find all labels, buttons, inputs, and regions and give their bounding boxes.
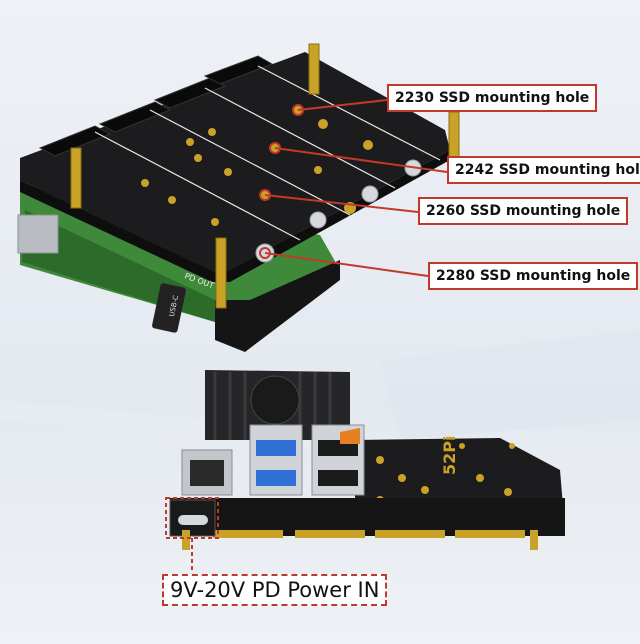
top-board-assembly: USB-C	[17, 43, 460, 352]
power-input-label: 9V-20V PD Power IN	[162, 574, 388, 606]
power-port-highlight	[165, 497, 219, 539]
ssd-carrier-board	[20, 52, 450, 272]
cooling-fan	[250, 375, 300, 425]
slot-guide-lines	[94, 65, 441, 241]
callout-2280-mounting-hole: 2280 SSD mounting hole	[428, 262, 639, 290]
callout-2230-mounting-hole: 2230 SSD mounting hole	[387, 84, 598, 112]
base-board	[170, 498, 565, 536]
brass-standoffs	[70, 43, 460, 309]
m2-slots	[38, 55, 274, 157]
callout-leader-lines	[259, 99, 448, 277]
usb-c-adapter	[152, 283, 186, 333]
gold-mounting-pads	[141, 105, 373, 226]
bottom-board-assembly: 52Pi	[165, 370, 565, 572]
callout-2242-mounting-hole: 2242 SSD mounting hole	[447, 156, 640, 184]
ethernet-port-top	[17, 214, 59, 254]
callout-2260-mounting-hole: 2260 SSD mounting hole	[418, 197, 629, 225]
bottom-connectors	[213, 530, 525, 538]
brand-logo: 52Pi	[440, 436, 459, 475]
